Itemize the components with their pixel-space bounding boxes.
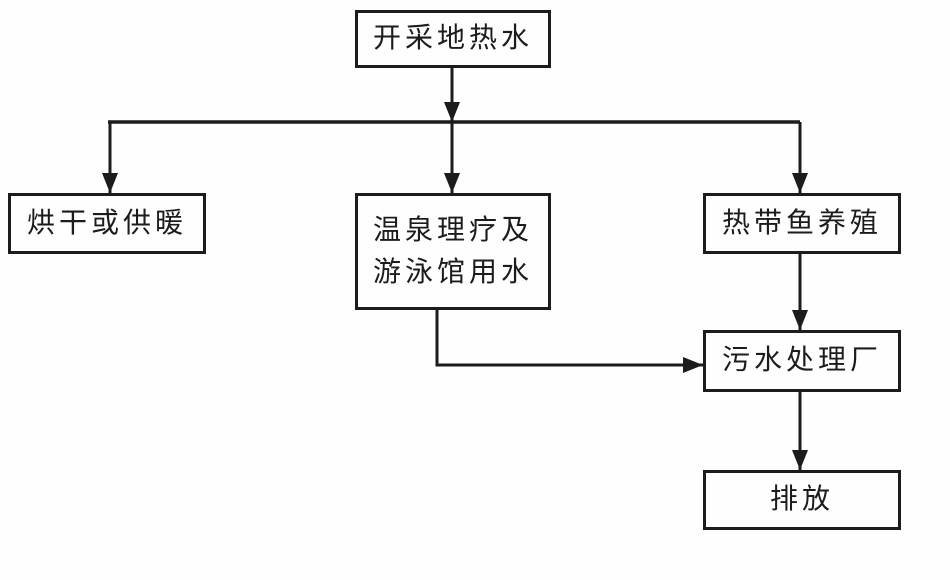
node-extract-geothermal-water-label: 开采地热水	[372, 23, 533, 54]
node-discharge-label: 排放	[769, 484, 834, 515]
node-tropical-fish-farming-label: 热带鱼养殖	[721, 207, 882, 239]
node-drying-or-heating-label: 烘干或供暖	[26, 207, 187, 239]
node-drying-or-heating: 烘干或供暖	[8, 193, 206, 254]
node-discharge: 排放	[703, 470, 901, 530]
edge-spa-to-sewage	[435, 310, 703, 373]
node-hot-spring-therapy-pool-water-label: 温泉理疗及 游泳馆用水	[372, 214, 533, 288]
node-sewage-treatment-plant: 污水处理厂	[703, 330, 901, 392]
node-extract-geothermal-water: 开采地热水	[355, 10, 551, 68]
node-sewage-treatment-plant-label: 污水处理厂	[721, 345, 882, 376]
node-hot-spring-therapy-pool-water: 温泉理疗及 游泳馆用水	[355, 193, 551, 310]
node-tropical-fish-farming: 热带鱼养殖	[703, 193, 901, 254]
